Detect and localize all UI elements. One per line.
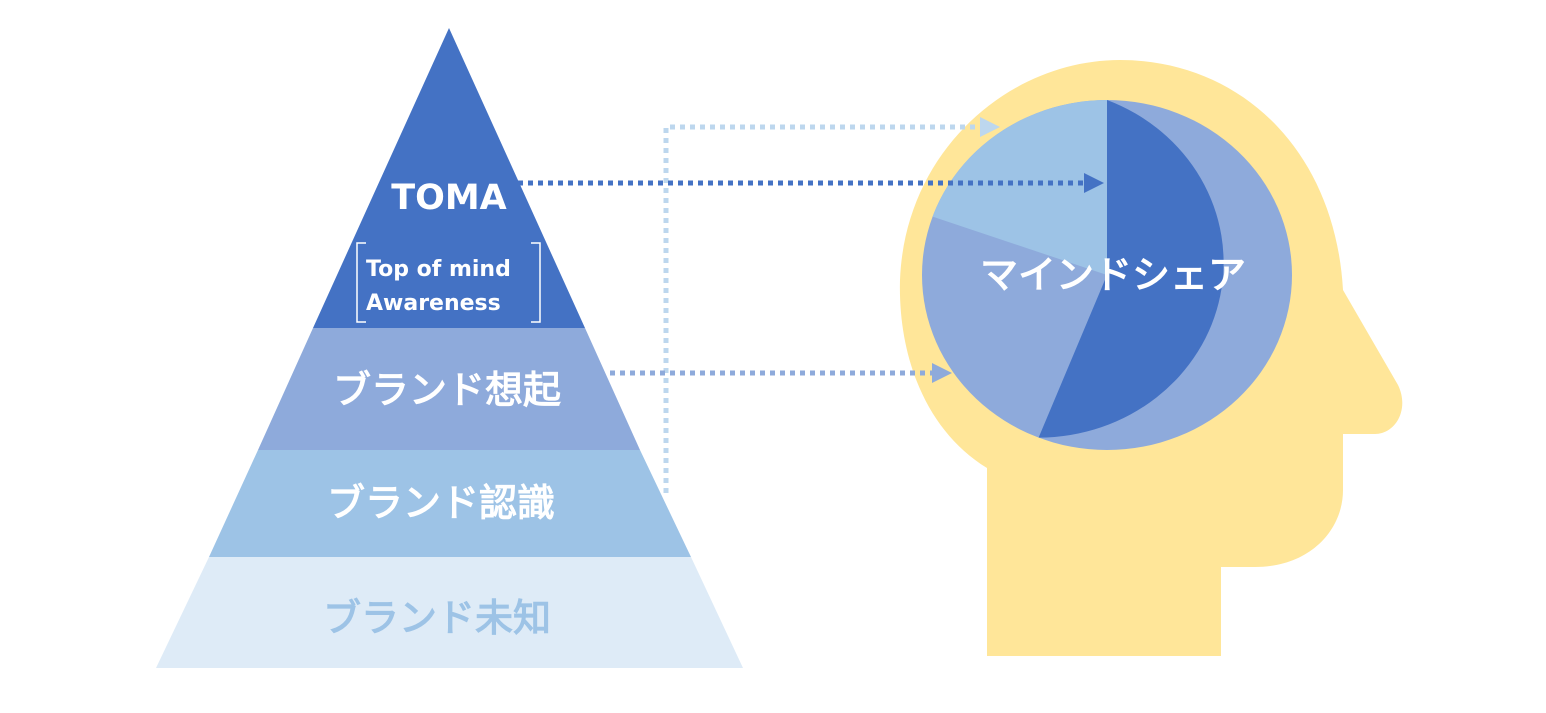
- connector-arrows: [518, 117, 1104, 493]
- mindshare-pie: マインドシェア: [922, 100, 1292, 450]
- arrow-recall-head: [932, 363, 952, 383]
- toma-subtitle-bracket-left: [356, 242, 366, 323]
- brand-unknown-label: ブランド未知: [323, 596, 551, 640]
- pyramid-tier-toma: [313, 28, 585, 328]
- toma-subtitle-line1: Top of mind: [366, 257, 511, 282]
- pyramid-tier-brand-recall: [258, 328, 640, 450]
- pie-slice-dark: [1038, 100, 1224, 438]
- awareness-pyramid: TOMA Top of mind Awareness ブランド想起 ブランド認識…: [156, 28, 743, 668]
- toma-subtitle-line2: Awareness: [366, 291, 501, 316]
- toma-label: TOMA: [391, 178, 507, 218]
- mindshare-label: マインドシェア: [980, 253, 1246, 297]
- toma-subtitle-bracket-right: [531, 242, 541, 323]
- arrow-recognition-head: [980, 117, 1000, 137]
- brand-recognition-label: ブランド認識: [327, 481, 555, 525]
- arrow-recognition-connector: [663, 124, 980, 493]
- pyramid-tier-brand-unknown: [156, 557, 743, 668]
- brand-recall-label: ブランド想起: [333, 368, 562, 412]
- pie-slice-light: [932, 100, 1107, 275]
- arrow-toma-head: [1084, 173, 1104, 193]
- pyramid-tier-brand-recognition: [209, 450, 691, 557]
